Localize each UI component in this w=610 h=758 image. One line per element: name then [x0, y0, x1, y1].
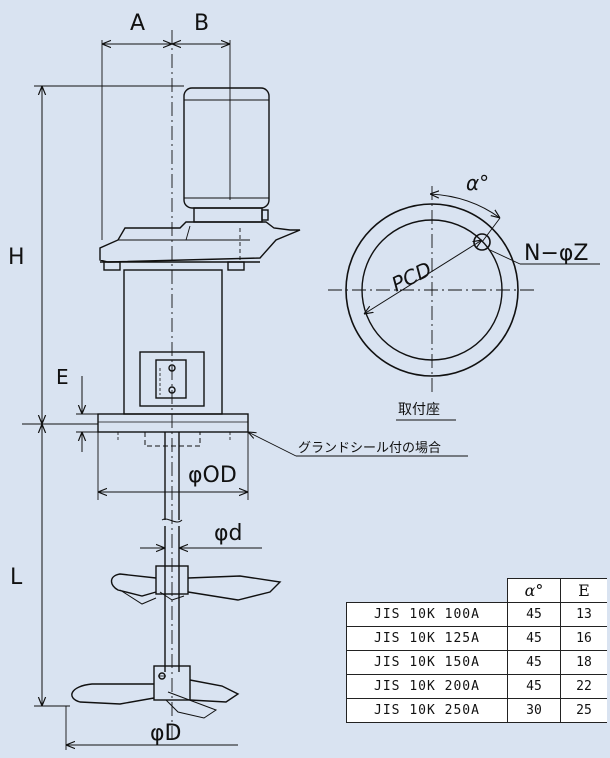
row-e: 18 — [560, 650, 607, 675]
header-e: E — [560, 578, 607, 603]
dim-b-label: B — [194, 11, 209, 36]
lower-impeller — [71, 683, 155, 705]
row-spec: JIS 10K 150A — [346, 650, 508, 675]
dim-d-small-label: φd — [214, 521, 242, 546]
dimension-lines — [22, 40, 468, 750]
dim-h-label: H — [8, 245, 25, 270]
row-alpha: 45 — [507, 602, 561, 627]
table-row: JIS 10K 150A 45 18 — [346, 650, 607, 675]
mount-seat-label: 取付座 — [398, 402, 440, 418]
dim-d-large-label: φD — [150, 721, 181, 746]
row-e: 22 — [560, 674, 607, 699]
row-spec: JIS 10K 250A — [346, 698, 508, 723]
mounting-flange — [97, 413, 249, 433]
flange-spec-table: α° E JIS 10K 100A 45 13 JIS 10K 125A 45 … — [346, 578, 607, 723]
dim-od-label: φOD — [188, 463, 237, 488]
row-spec: JIS 10K 125A — [346, 626, 508, 651]
table-corner — [347, 579, 508, 603]
gear-housing — [99, 221, 301, 263]
row-spec: JIS 10K 100A — [346, 602, 508, 627]
table-row: JIS 10K 100A 45 13 — [346, 602, 607, 627]
dim-alpha-label: α° — [466, 171, 489, 195]
row-e: 13 — [560, 602, 607, 627]
row-e: 25 — [560, 698, 607, 723]
gland-seal-note: グランドシール付の場合 — [298, 441, 441, 456]
dim-a-label: A — [130, 11, 145, 36]
dim-e-label: E — [56, 365, 69, 389]
mounting-seat-view — [328, 186, 600, 421]
table-row: JIS 10K 125A 45 16 — [346, 626, 607, 651]
upper-impeller — [110, 573, 157, 597]
dim-pcd-label: PCD — [388, 257, 436, 297]
row-e: 16 — [560, 626, 607, 651]
header-alpha: α° — [507, 578, 561, 603]
row-alpha: 45 — [507, 650, 561, 675]
mixer-side-view — [71, 30, 301, 740]
row-spec: JIS 10K 200A — [346, 674, 508, 699]
row-alpha: 45 — [507, 674, 561, 699]
row-alpha: 45 — [507, 626, 561, 651]
pcd-line — [364, 240, 482, 314]
motor-body — [183, 87, 270, 209]
dim-holes-label: N−φZ — [524, 241, 588, 266]
table-header-row: α° E — [347, 578, 607, 603]
table-row: JIS 10K 250A 30 25 — [346, 698, 607, 723]
table-row: JIS 10K 200A 45 22 — [346, 674, 607, 699]
dim-l-label: L — [10, 565, 23, 590]
row-alpha: 30 — [507, 698, 561, 723]
bolt-hole — [473, 233, 491, 251]
